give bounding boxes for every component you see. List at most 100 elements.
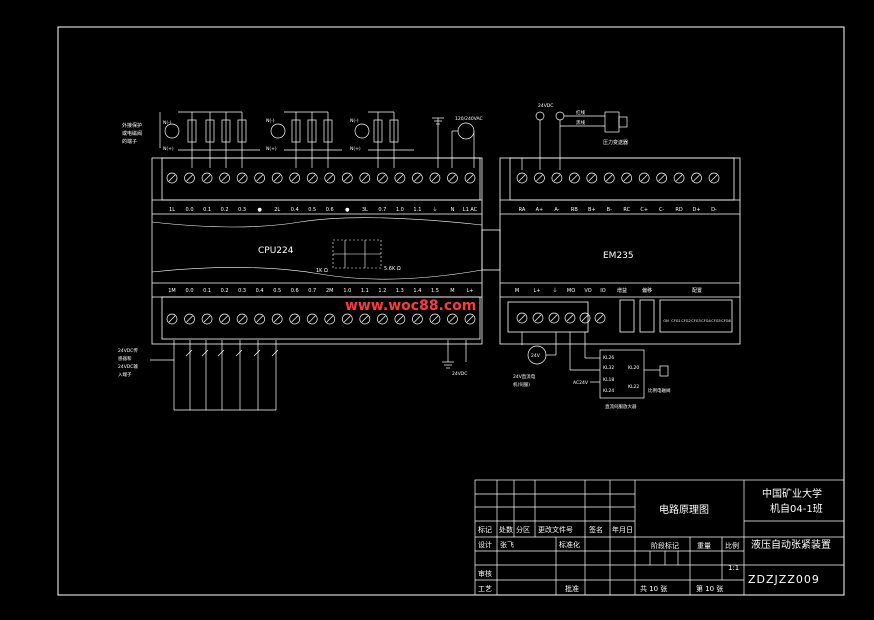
- cpu-top-terminal-screw: [201, 172, 213, 184]
- left-bottom-note-1: 24VDC传: [118, 347, 138, 354]
- em-bottom-terminal-screws: [516, 312, 606, 324]
- cpu-bottom-terminal-screw-slot: [168, 315, 176, 323]
- tb-stage: 阶段标记: [651, 541, 679, 550]
- cpu-bottom-terminal-label: 2M: [326, 288, 334, 294]
- em-wiring: [521, 111, 669, 399]
- em-top-terminal-screw-slot: [606, 174, 613, 182]
- em-top-terminal-screw-slot: [675, 174, 683, 182]
- cpu-top-terminal-screw-slot: [256, 174, 263, 182]
- tb-sheet-no: 第 10 张: [696, 584, 723, 593]
- watermark: www.woc88.com: [345, 298, 476, 314]
- em-top-terminal-label: D-: [711, 207, 717, 213]
- cpu-top-terminal-label: 0.1: [203, 207, 211, 213]
- motor-caption-2: 机(伺服): [513, 381, 530, 388]
- cpu-bottom-terminal-label: 1.5: [431, 288, 439, 294]
- cpu-top-terminal-screw-slot: [168, 174, 176, 182]
- cpu-top-terminal-screw-slot: [186, 174, 193, 182]
- cpu-bottom-terminal-label: 1.2: [378, 288, 386, 294]
- em-top-terminal-screw: [621, 172, 633, 184]
- tb-project: 液压自动张紧装置: [751, 538, 831, 551]
- resistor-b-label: 5.6K Ω: [384, 266, 401, 272]
- tb-code: ZDZJZZ009: [748, 573, 820, 586]
- cpu-top-terminal-label: ●: [345, 207, 350, 213]
- em-config-switch-label: CFG4: [701, 319, 711, 323]
- cpu-top-terminal-screw-slot: [431, 174, 439, 182]
- cpu-bottom-terminal-screw: [412, 313, 423, 325]
- cpu-top-terminal-screw: [394, 172, 406, 184]
- cpu-top-terminal-label: ⏚: [432, 206, 437, 213]
- em-top-terminal-screw: [603, 172, 615, 184]
- relay-kl20: KL20: [628, 365, 639, 371]
- cpu-top-terminal-screw: [289, 172, 301, 184]
- cpu-top-terminal-label: 2L: [274, 207, 280, 213]
- cpu-top-terminal-screw-slot: [414, 174, 421, 182]
- cpu-top-terminal-screw: [271, 172, 283, 184]
- em-bottom-terminal-screw-slot: [534, 314, 542, 322]
- cpu-bottom-terminal-screw-slot: [449, 315, 456, 323]
- cpu-top-terminal-screw: [236, 172, 248, 184]
- em-top-terminal-label: D+: [693, 207, 701, 213]
- cpu-bottom-terminal-screw-slot: [361, 315, 369, 323]
- em-bottom-terminal-screw: [548, 312, 560, 324]
- cpu-top-terminal-label: 0.5: [308, 207, 316, 213]
- em-bottom-terminal-screw: [516, 312, 528, 324]
- tb-sign: 签名: [589, 525, 603, 534]
- tb-designer: 张飞: [500, 540, 514, 549]
- cpu-top-terminal-screw: [377, 172, 388, 184]
- cpu-bottom-terminal-label: 0.1: [203, 288, 211, 294]
- relay-kl26: KL26: [603, 355, 614, 361]
- cpu-potentiometer-block: [332, 239, 382, 269]
- cpu-bottom-terminal-screw: [447, 313, 458, 325]
- cpu-top-terminal-label: 1L: [169, 207, 175, 213]
- cpu-top-terminal-label: ●: [257, 207, 262, 213]
- tb-review: 审核: [478, 569, 492, 578]
- bottom-wiring: [150, 340, 467, 411]
- cpu-bottom-terminal-screw-slot: [186, 315, 193, 323]
- cpu-top-terminal-screw-slot: [221, 174, 228, 182]
- cpu-top-terminal-screw: [184, 172, 195, 184]
- cpu-top-terminal-screw: [429, 172, 441, 184]
- top-wiring: [159, 111, 475, 168]
- em-bottom-label: 增益: [617, 287, 627, 294]
- cpu-bottom-terminal-screw-slot: [221, 315, 228, 323]
- tb-design: 设计: [478, 540, 492, 549]
- tb-weight: 重量: [697, 542, 711, 550]
- cpu-top-terminal-screws: [166, 172, 476, 184]
- left-top-note-3: 的端子: [122, 138, 137, 145]
- cpu-bottom-terminal-screw: [359, 313, 371, 325]
- left-bottom-note-3: 24VDC输: [118, 363, 138, 370]
- em-bottom-label: 配置: [692, 288, 702, 294]
- cpu-bottom-terminal-screw-slot: [326, 315, 334, 323]
- tb-total-sheets: 共 10 张: [640, 584, 667, 593]
- em-top-terminal-label: C-: [659, 207, 664, 213]
- cpu-bottom-terminal-screw-slot: [431, 315, 439, 323]
- motor-label: 24V: [531, 353, 541, 359]
- em-bottom-terminal-screw-slot: [550, 314, 558, 322]
- cpu-top-terminal-label: 1.0: [396, 207, 404, 213]
- em-top-terminal-screw: [516, 172, 528, 184]
- em-top-terminal-screw: [534, 172, 545, 184]
- cpu-bottom-terminal-screw-slot: [273, 315, 281, 323]
- cpu-bottom-terminal-label: 0.2: [221, 288, 229, 294]
- em-top-terminal-screw-slot: [640, 174, 648, 182]
- em-config-switch-label: CFG6: [721, 319, 730, 323]
- em-red-label: 红线: [576, 109, 585, 116]
- em-top-terminal-label: A-: [554, 207, 559, 213]
- em-top-terminal-screw-slot: [553, 174, 561, 182]
- em-top-terminal-screw-slot: [658, 174, 665, 182]
- cpu-bottom-terminal-label: 1.3: [396, 288, 404, 294]
- tb-count: 处数: [499, 525, 513, 534]
- em-top-terminal-screw: [551, 172, 563, 184]
- tb-process: 工艺: [478, 585, 492, 593]
- cpu-bottom-terminal-screw-slot: [256, 315, 263, 323]
- em-top-terminal-screw: [673, 172, 685, 184]
- em-top-terminal-label: C+: [640, 207, 648, 213]
- n-label-2: N(+): [163, 146, 174, 152]
- em-top-terminal-screw: [691, 172, 702, 184]
- cpu-bottom-terminal-screw: [184, 313, 195, 325]
- em-bottom-terminal-screw: [564, 312, 576, 324]
- cpu-top-terminal-screw-slot: [449, 174, 456, 182]
- cpu-bottom-terminal-screw-slot: [414, 315, 421, 323]
- cpu-top-terminal-label: L1 AC: [463, 207, 478, 213]
